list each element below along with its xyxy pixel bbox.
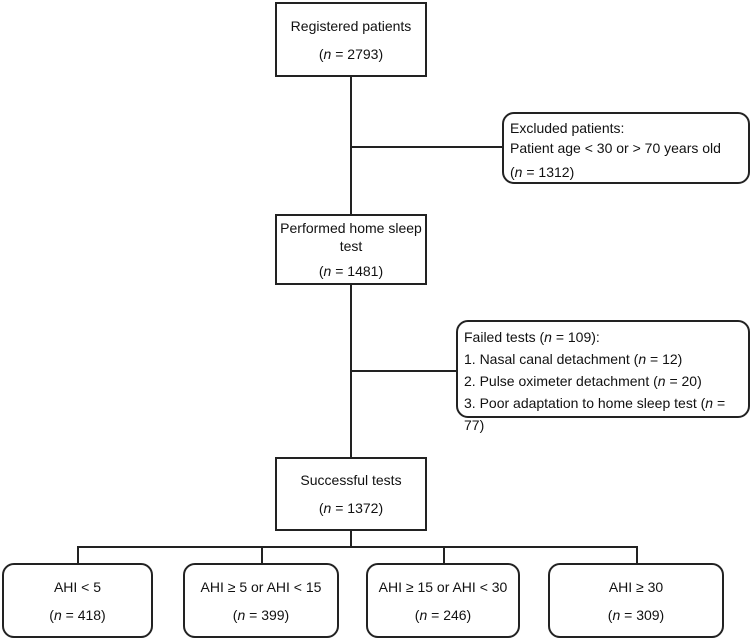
- excluded-patients-criteria: Patient age < 30 or > 70 years old: [510, 140, 721, 156]
- group-label: AHI ≥ 15 or AHI < 30: [378, 578, 508, 595]
- failed-tests-title: Failed tests (n = 109):: [464, 329, 600, 345]
- group-count: (n = 309): [607, 606, 665, 623]
- group-ahi-gte-30-box: AHI ≥ 30 (n = 309): [548, 563, 724, 638]
- successful-tests-count: (n = 1372): [318, 500, 384, 516]
- group-count: (n = 418): [49, 606, 106, 623]
- failed-item-nasal-canal: 1. Nasal canal detachment (n = 12): [464, 351, 683, 367]
- registered-patients-label: Registered patients: [290, 17, 412, 34]
- connector-groups-horizontal: [77, 546, 637, 548]
- group-label: AHI ≥ 5 or AHI < 15: [200, 578, 322, 595]
- failed-tests-box: Failed tests (n = 109): 1. Nasal canal d…: [456, 320, 750, 433]
- group-ahi-lt-5-box: AHI < 5 (n = 418): [2, 563, 153, 638]
- connector-main-1: [350, 77, 352, 214]
- failed-item-pulse-oximeter: 2. Pulse oximeter detachment (n = 20): [464, 373, 702, 389]
- excluded-patients-label: Excluded patients:: [510, 120, 625, 136]
- group-count: (n = 246): [414, 606, 472, 623]
- connector-group-3: [443, 546, 445, 563]
- connector-group-1: [77, 546, 79, 563]
- connector-failed: [350, 370, 457, 372]
- excluded-patients-count: (n = 1312): [510, 164, 575, 180]
- connector-group-2: [261, 546, 263, 563]
- excluded-patients-box: Excluded patients: Patient age < 30 or >…: [502, 112, 750, 184]
- group-label: AHI < 5: [53, 578, 102, 595]
- performed-test-count: (n = 1481): [318, 262, 384, 279]
- successful-tests-box: Successful tests (n = 1372): [275, 457, 427, 531]
- registered-patients-count: (n = 2793): [318, 45, 384, 62]
- connector-group-4: [636, 546, 638, 563]
- group-ahi-5-15-box: AHI ≥ 5 or AHI < 15 (n = 399): [183, 563, 339, 638]
- performed-test-label: Performed home sleep test: [280, 219, 422, 254]
- group-ahi-15-30-box: AHI ≥ 15 or AHI < 30 (n = 246): [366, 563, 520, 638]
- group-count: (n = 399): [232, 606, 290, 623]
- failed-item-poor-adaptation: 3. Poor adaptation to home sleep test (n…: [464, 395, 726, 433]
- performed-test-box: Performed home sleep test (n = 1481): [275, 214, 427, 285]
- successful-tests-label: Successful tests: [300, 472, 402, 488]
- group-label: AHI ≥ 30: [608, 578, 664, 595]
- registered-patients-box: Registered patients (n = 2793): [275, 2, 427, 77]
- connector-main-3: [350, 531, 352, 547]
- connector-exclusion: [350, 146, 503, 148]
